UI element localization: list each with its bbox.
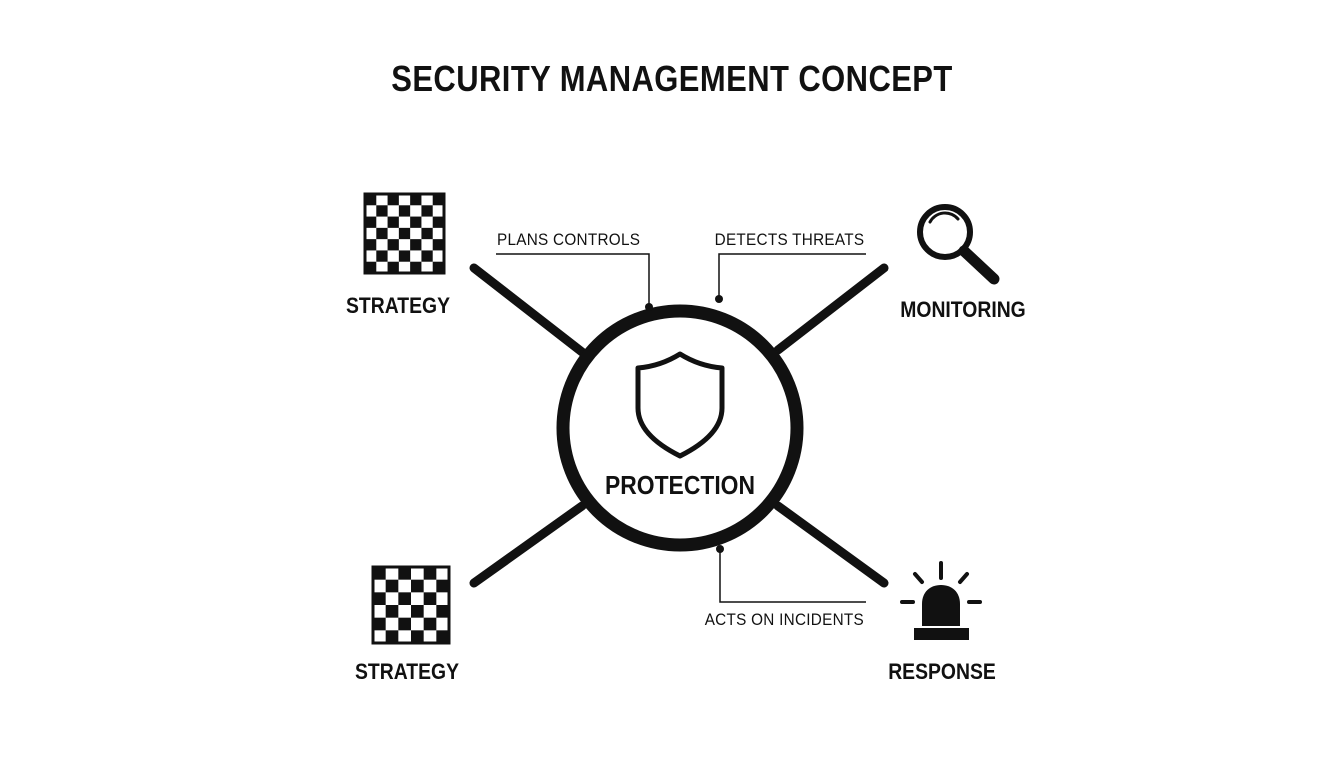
chessboard-icon <box>371 565 451 645</box>
node-label-strategy-bottom: STRATEGY <box>355 659 459 684</box>
chessboard-icon <box>363 192 446 275</box>
callout-leader-detects-threats <box>715 253 866 303</box>
node-label-strategy-top: STRATEGY <box>346 293 450 318</box>
callout-acts-on-incidents: ACTS ON INCIDENTS <box>704 610 864 629</box>
siren-icon <box>900 561 982 640</box>
callout-plans-controls: PLANS CONTROLS <box>497 230 641 249</box>
diagram-title: SECURITY MANAGEMENT CONCEPT <box>391 58 953 99</box>
connector-bottom-left <box>469 501 587 588</box>
center-ring <box>556 304 804 552</box>
callout-leader-acts-on-incidents <box>716 545 866 603</box>
magnifier-icon <box>917 204 1000 285</box>
connector-top-left <box>469 263 587 357</box>
node-label-monitoring: MONITORING <box>900 297 1026 322</box>
center-label: PROTECTION <box>605 470 755 500</box>
callout-detects-threats: DETECTS THREATS <box>714 230 864 249</box>
shield-icon <box>635 351 725 459</box>
callout-leader-plans-controls <box>496 253 653 311</box>
node-label-response: RESPONSE <box>888 659 996 684</box>
connector-top-right <box>773 263 889 355</box>
connector-bottom-right <box>773 501 889 588</box>
